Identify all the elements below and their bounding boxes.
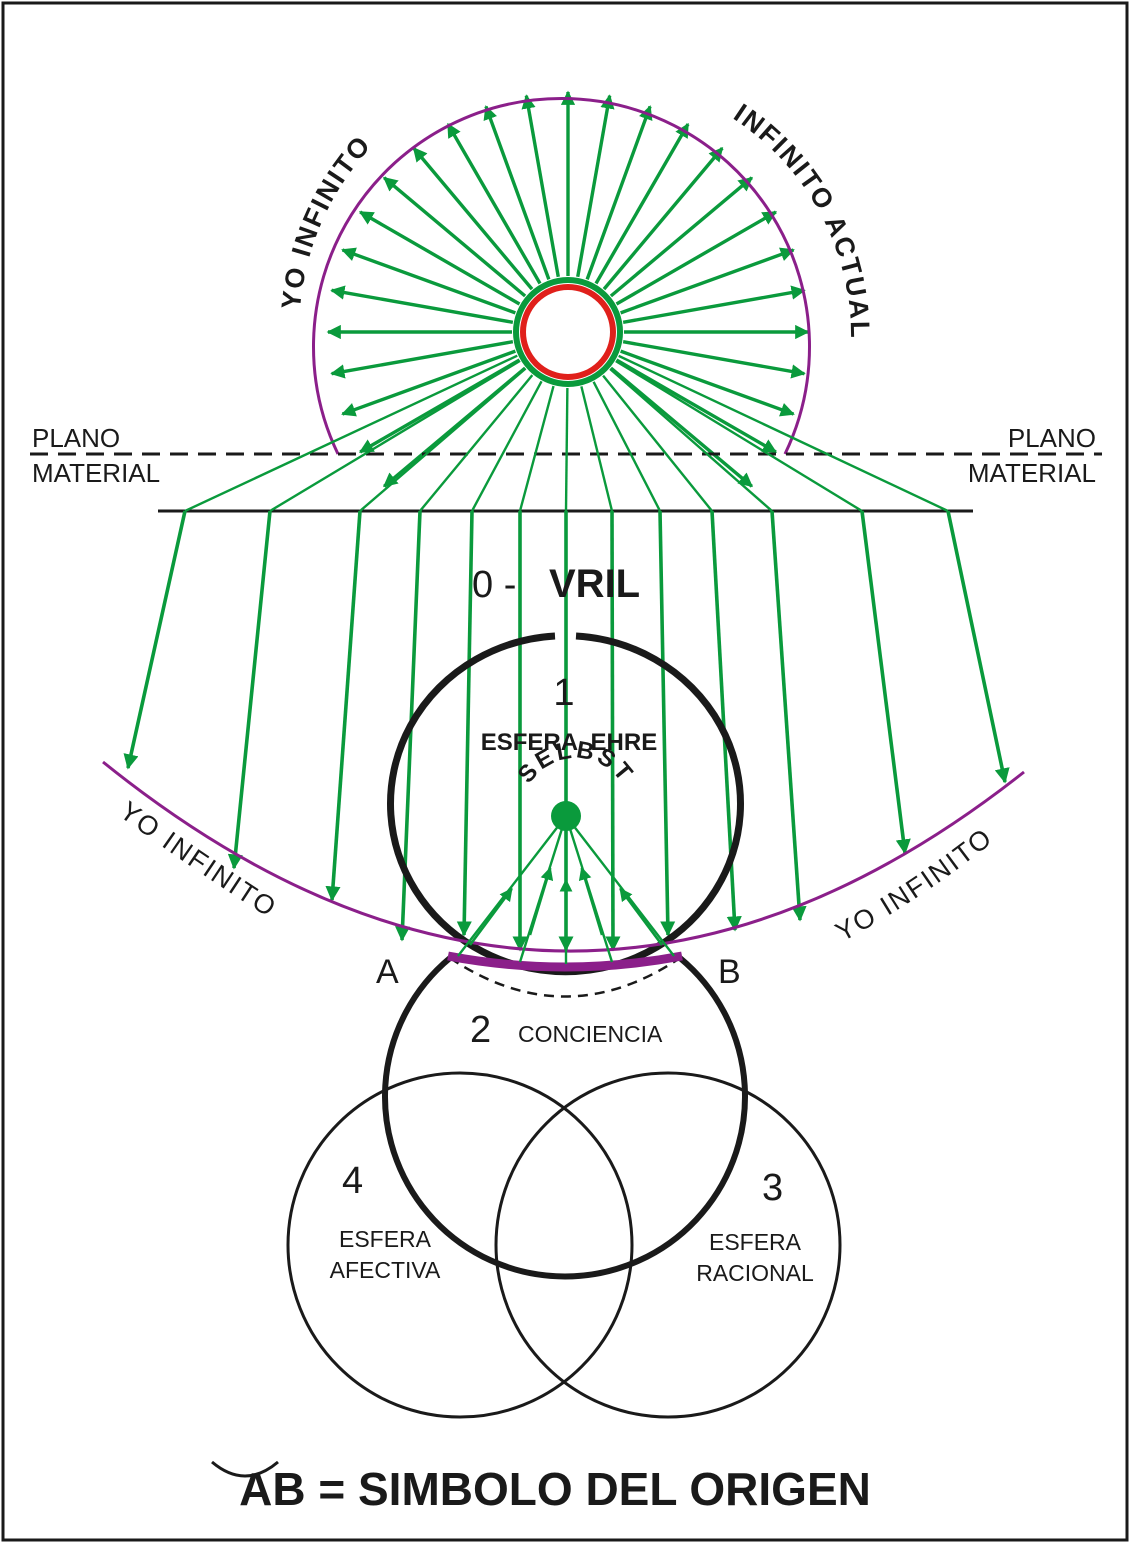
sphere-4-line1: ESFERA: [339, 1226, 432, 1252]
radial-ray: [483, 105, 551, 280]
sphere-3-racional: [494, 1071, 842, 1419]
radial-ray: [622, 340, 806, 379]
descending-ray: [325, 510, 362, 902]
selbst-return-ray: [578, 866, 604, 936]
transfer-ray: [419, 374, 534, 512]
label-material-right: MATERIAL: [968, 458, 1096, 488]
transfer-ray: [564, 387, 569, 512]
descending-ray: [770, 510, 807, 922]
radial-ray: [341, 247, 516, 315]
radial-ray: [620, 349, 795, 417]
label-yo-infinito-left: YO INFINITO: [114, 796, 282, 924]
origin-ring-red: [520, 284, 616, 380]
descending-ray: [658, 510, 676, 937]
caption-title: AB = SIMBOLO DEL ORIGEN: [239, 1463, 871, 1515]
sphere-1-number: 1: [553, 672, 574, 714]
sphere-3-number: 3: [762, 1167, 783, 1209]
sphere-2-number: 2: [470, 1009, 491, 1051]
label-yo-infinito-top: YO INFINITO: [276, 129, 377, 310]
selbst-rays: [457, 815, 675, 964]
transfer-ray: [580, 386, 614, 512]
sphere-4-afectiva: [286, 1071, 634, 1419]
sphere-2-dashed-top: [449, 956, 681, 998]
selbst-return-ray: [619, 887, 664, 946]
point-a: A: [376, 953, 399, 991]
sphere-1-label: ESFERA EHRE: [481, 729, 657, 756]
radial-ray: [521, 94, 560, 278]
radial-ray: [609, 366, 753, 488]
selbst-return-ray: [528, 866, 554, 936]
radial-ray: [576, 94, 615, 278]
radial-ray: [412, 147, 534, 291]
transfer-ray: [618, 354, 949, 513]
top-sphere-rays: [326, 90, 810, 488]
radial-ray: [358, 210, 521, 306]
label-plano-right: PLANO: [1008, 423, 1096, 453]
selbst-return-ray: [468, 887, 513, 946]
yo-infinito-arc: [102, 760, 1025, 953]
radial-ray: [341, 349, 516, 417]
sphere-3-line2: RACIONAL: [696, 1260, 814, 1286]
descending-ray: [227, 510, 272, 870]
radial-ray: [358, 358, 521, 454]
descending-ray: [456, 510, 474, 937]
selbst-ray: [565, 815, 675, 957]
radial-ray: [383, 176, 527, 298]
sphere-2-label: CONCIENCIA: [518, 1021, 663, 1047]
transfer-ray: [615, 360, 863, 513]
vril-number: 0 -: [472, 564, 516, 606]
radial-ray: [609, 176, 753, 298]
caption-arc-ab: [211, 1460, 279, 1478]
radial-ray: [615, 358, 778, 454]
selbst-ray: [457, 815, 567, 957]
selbst-point: [551, 801, 581, 831]
transfer-ray: [359, 367, 527, 512]
radial-ray: [620, 247, 795, 315]
radial-ray: [585, 105, 653, 280]
transfer-ray: [602, 374, 713, 512]
transfer-ray: [470, 380, 543, 512]
transfer-ray: [518, 385, 555, 512]
radial-ray: [594, 122, 690, 285]
sphere-4-line2: AFECTIVA: [330, 1257, 441, 1283]
radial-ray: [330, 285, 514, 324]
transfer-ray: [269, 359, 521, 513]
radial-ray: [622, 285, 806, 324]
radial-ray: [446, 122, 542, 285]
descending-ray: [860, 510, 911, 855]
point-b: B: [718, 953, 741, 991]
top-sphere-outline: [312, 97, 811, 455]
radial-ray: [330, 340, 514, 379]
arc-ab-origin: [447, 951, 683, 972]
sphere-1-ehre: [387, 632, 744, 976]
descending-ray: [946, 510, 1010, 784]
sphere-2-conciencia: [382, 955, 748, 1280]
sphere-3-line1: ESFERA: [709, 1229, 802, 1255]
descending-ray: [123, 510, 187, 770]
sphere-4-number: 4: [342, 1160, 363, 1202]
label-infinito-actual: INFINITO ACTUAL: [729, 98, 876, 340]
transfer-ray: [609, 368, 773, 512]
transfer-ray: [592, 381, 662, 512]
transfer-ray: [184, 354, 518, 513]
label-plano-left: PLANO: [32, 423, 120, 453]
radial-ray: [615, 210, 778, 306]
radial-ray: [602, 147, 724, 291]
label-material-left: MATERIAL: [32, 458, 160, 488]
label-yo-infinito-right: YO INFINITO: [830, 822, 998, 948]
vril-label: VRIL: [549, 562, 640, 606]
